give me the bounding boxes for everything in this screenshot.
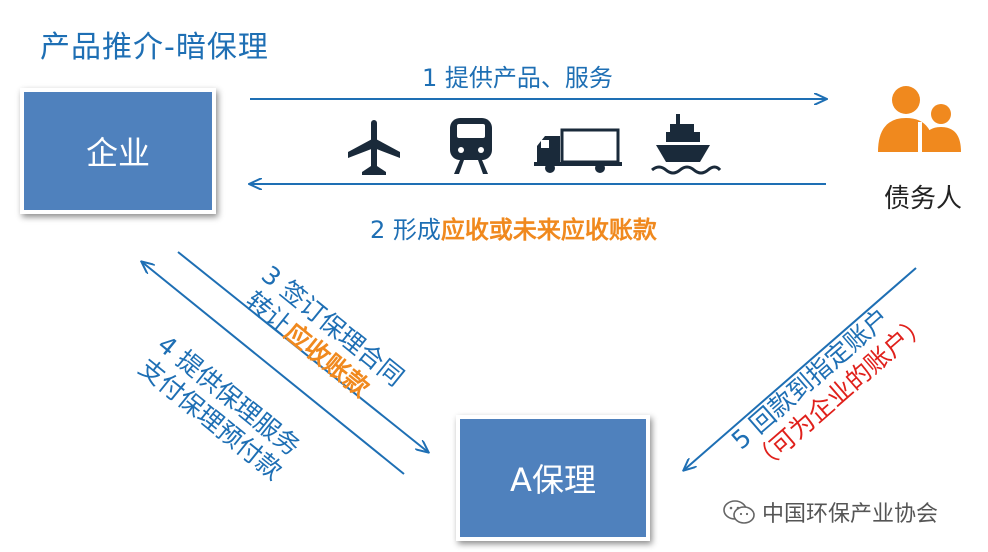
page-title: 产品推介-暗保理 xyxy=(40,30,269,65)
factoring-box: A保理 xyxy=(456,415,650,541)
arrow-step5 xyxy=(684,267,917,470)
step2-highlight: 应收或未来应收账款 xyxy=(440,216,657,244)
arrow-step4 xyxy=(142,262,405,475)
step2-prefix: 2 形成 xyxy=(370,216,441,244)
step2-label: 2 形成应收或未来应收账款 xyxy=(370,210,657,245)
step1-label: 1 提供产品、服务 xyxy=(422,64,613,92)
enterprise-label: 企业 xyxy=(85,134,150,172)
arrow-step3 xyxy=(177,251,428,452)
wechat-icon xyxy=(723,500,755,524)
factoring-label: A保理 xyxy=(510,461,596,499)
debtor-label: 债务人 xyxy=(884,184,963,214)
watermark: 中国环保产业协会 xyxy=(722,496,938,528)
enterprise-box: 企业 xyxy=(20,88,216,214)
watermark-text: 中国环保产业协会 xyxy=(762,502,939,527)
